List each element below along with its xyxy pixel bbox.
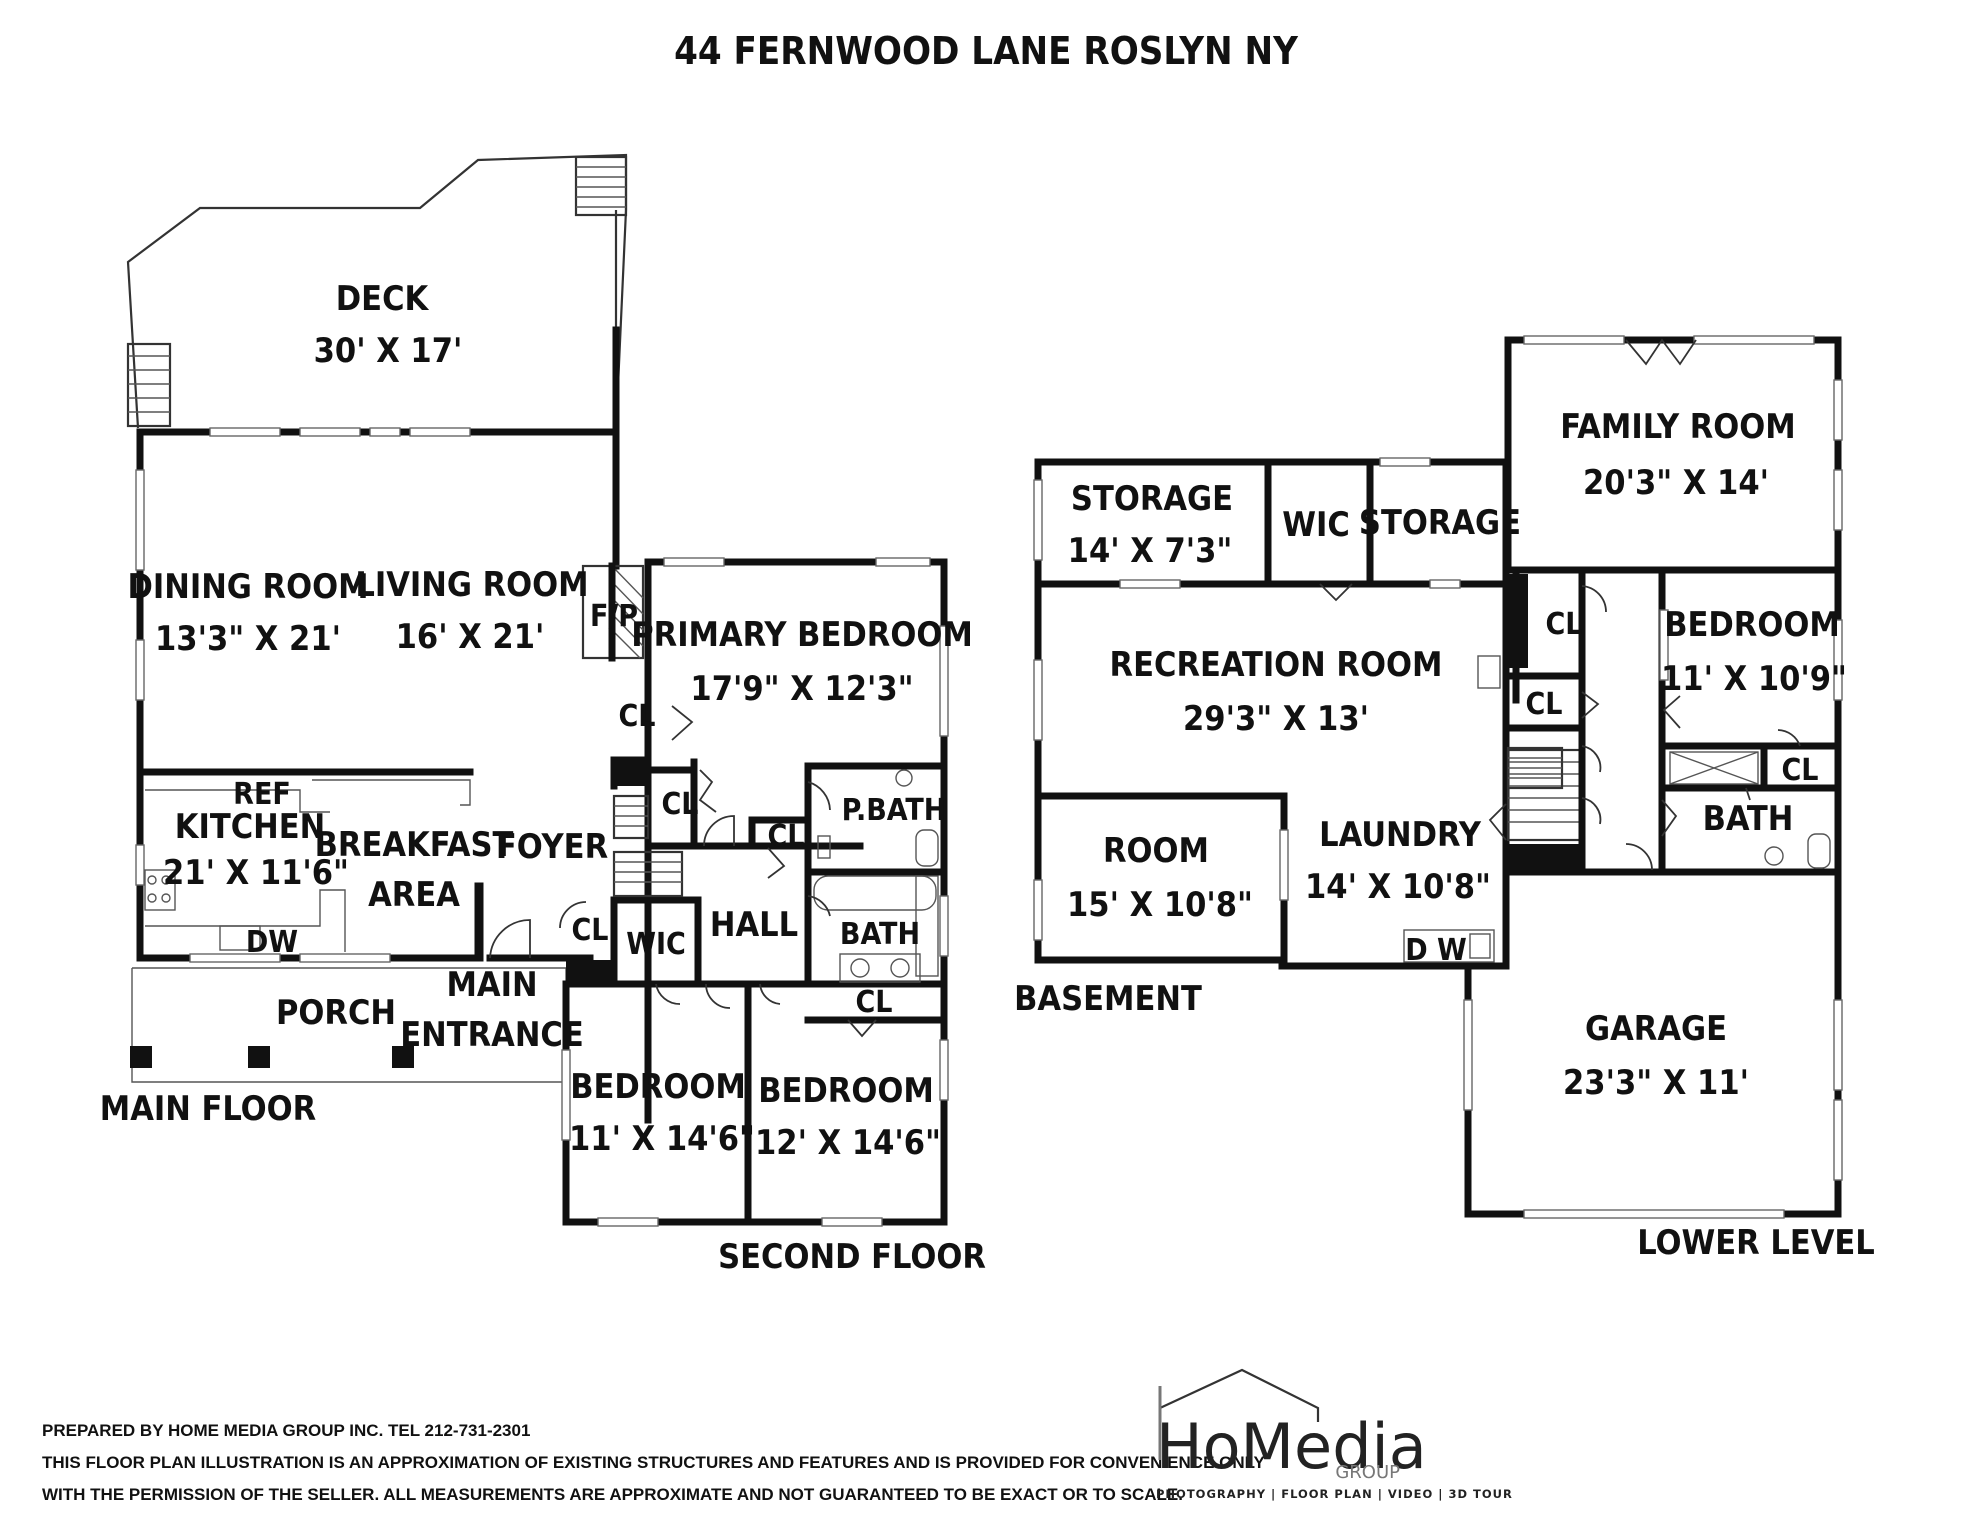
pbath-label: P.BATH — [842, 793, 947, 828]
recreation-room-label: RECREATION ROOM — [1110, 645, 1443, 685]
ref-label: REF — [233, 777, 291, 812]
main-entrance-label-2: ENTRANCE — [400, 1015, 584, 1055]
deck-stairs-icon — [574, 155, 628, 217]
lower-bath-label: BATH — [1703, 799, 1794, 839]
bath-closet-label: CL — [767, 819, 804, 854]
storage-a-dimension: 14' X 7'3" — [1068, 531, 1233, 571]
recreation-room-dimension: 29'3" X 13' — [1183, 699, 1369, 739]
porch-label: PORCH — [276, 993, 396, 1033]
disclaimer-line-2: WITH THE PERMISSION OF THE SELLER. ALL M… — [42, 1485, 1183, 1504]
garage-dimension: 23'3" X 11' — [1563, 1063, 1749, 1103]
bedroom-c-label: BEDROOM — [1664, 605, 1840, 645]
basement-label: BASEMENT — [1014, 979, 1202, 1019]
kitchen-dw-label: DW — [246, 925, 298, 960]
second-floor: PRIMARY BEDROOM 17'9" X 12'3" CL CL CL P… — [561, 557, 986, 1277]
lower-level-label: LOWER LEVEL — [1637, 1223, 1875, 1263]
hall-label: HALL — [710, 905, 798, 945]
basement-wic-label: WIC — [1282, 505, 1350, 545]
fireplace-label: F/P — [590, 599, 638, 634]
main-floor: DECK 30' X 17' DINING ROOM 13'3" X 21' L… — [100, 153, 645, 1129]
logo-tagline: PHOTOGRAPHY | FLOOR PLAN | VIDEO | 3D TO… — [1156, 1487, 1513, 1501]
main-entrance-door-icon — [489, 919, 531, 959]
main-entrance-label: MAIN — [446, 965, 537, 1005]
second-floor-label: SECOND FLOOR — [718, 1237, 986, 1277]
dining-room-dimension: 13'3" X 21' — [155, 619, 341, 659]
bath-label: BATH — [840, 917, 920, 952]
bedroom-b-dimension: 12' X 14'6" — [755, 1123, 941, 1163]
prepared-by-text: PREPARED BY HOME MEDIA GROUP INC. TEL 21… — [42, 1421, 530, 1440]
laundry-label: LAUNDRY — [1319, 815, 1482, 855]
basement: STORAGE 14' X 7'3" WIC STORAGE RECREATIO… — [1014, 457, 1586, 1019]
deck-dimension: 30' X 17' — [314, 331, 463, 371]
storage-b-label: STORAGE — [1359, 503, 1521, 543]
dining-room-label: DINING ROOM — [127, 567, 368, 607]
lower-closet-c-label: CL — [1781, 753, 1818, 788]
logo-wordmark: HoMedia — [1156, 1410, 1427, 1483]
laundry-dimension: 14' X 10'8" — [1305, 867, 1491, 907]
lower-level: FAMILY ROOM 20'3" X 14' CL CL BEDROOM 11… — [1463, 335, 1875, 1263]
primary-closet-door-icon — [671, 705, 694, 741]
family-room-dimension: 20'3" X 14' — [1583, 463, 1769, 503]
living-room-label: LIVING ROOM — [355, 565, 588, 605]
bedroom-b-label: BEDROOM — [758, 1071, 934, 1111]
main-floor-label: MAIN FLOOR — [100, 1089, 316, 1129]
kitchen-label: KITCHEN — [175, 807, 326, 847]
breakfast-label: BREAKFAST — [315, 825, 514, 865]
disclaimer-line-1: THIS FLOOR PLAN ILLUSTRATION IS AN APPRO… — [42, 1453, 1265, 1472]
primary-bedroom-label: PRIMARY BEDROOM — [631, 615, 973, 655]
homedia-logo: HoMedia GROUP PHOTOGRAPHY | FLOOR PLAN |… — [1156, 1368, 1513, 1501]
family-room-label: FAMILY ROOM — [1560, 407, 1795, 447]
lower-closet-b-label: CL — [1525, 687, 1562, 722]
logo-group: GROUP — [1335, 1462, 1400, 1483]
foyer-label: FOYER — [496, 827, 608, 867]
laundry-dw-label: D W — [1405, 933, 1467, 968]
deck-steps-icon — [126, 342, 172, 428]
bedroom-c-dimension: 11' X 10'9" — [1661, 659, 1847, 699]
lower-closet-a-label: CL — [1545, 607, 1582, 642]
wic-closet-label: CL — [571, 913, 608, 948]
living-room-dimension: 16' X 21' — [396, 617, 545, 657]
breakfast-area-label: AREA — [368, 875, 460, 915]
hall-closet-label: CL — [661, 787, 698, 822]
bedroom-a-label: BEDROOM — [570, 1067, 746, 1107]
bedroom-a-dimension: 11' X 14'6" — [569, 1119, 755, 1159]
room-label: ROOM — [1103, 831, 1209, 871]
wic-label: WIC — [626, 927, 686, 962]
primary-closet-label: CL — [618, 699, 655, 734]
primary-bedroom-dimension: 17'9" X 12'3" — [690, 669, 913, 709]
storage-a-label: STORAGE — [1071, 479, 1233, 519]
deck-label: DECK — [336, 279, 430, 319]
footer: PREPARED BY HOME MEDIA GROUP INC. TEL 21… — [42, 1421, 1265, 1504]
kitchen-dimension: 21' X 11'6" — [163, 853, 349, 893]
plan-title: 44 FERNWOOD LANE ROSLYN NY — [674, 29, 1299, 73]
linen-closet-label: CL — [855, 985, 892, 1020]
garage-label: GARAGE — [1585, 1009, 1727, 1049]
room-dimension: 15' X 10'8" — [1067, 885, 1253, 925]
